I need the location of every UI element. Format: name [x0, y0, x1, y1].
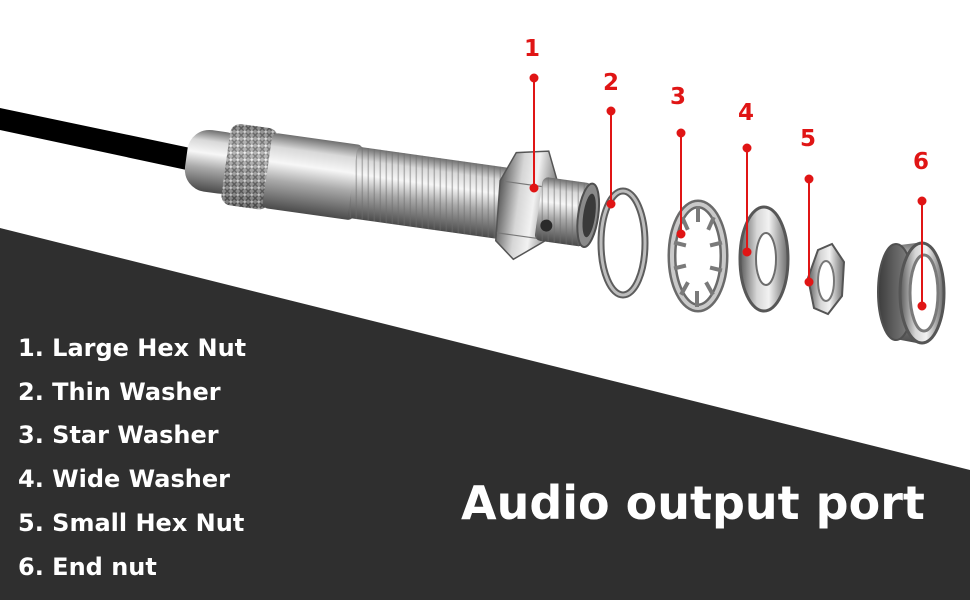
smooth-sleeve: [262, 133, 363, 220]
cable: [0, 108, 200, 172]
page-title: Audio output port: [461, 476, 925, 530]
parts-legend: 1. Large Hex Nut 2. Thin Washer 3. Star …: [18, 327, 246, 589]
callout-leaders: [529, 73, 927, 311]
end-nut: [877, 241, 946, 345]
callout-number-5: 5: [799, 126, 817, 152]
legend-item-end-nut: 6. End nut: [18, 552, 157, 581]
thin-washer: [597, 187, 649, 299]
legend-item-star-washer: 3. Star Washer: [18, 421, 219, 450]
star-washer: [667, 199, 729, 313]
background-dark-band: [0, 228, 970, 600]
connector-body: [184, 124, 601, 261]
callout-number-3: 3: [669, 84, 687, 110]
callout-number-2: 2: [602, 70, 620, 96]
wide-washer: [738, 205, 790, 313]
legend-item-large-hex-nut: 1. Large Hex Nut: [18, 334, 247, 362]
legend-item-small-hex-nut: 5. Small Hex Nut: [18, 508, 245, 537]
legend-item-wide-washer: 4. Wide Washer: [18, 465, 230, 494]
callout-number-4: 4: [737, 100, 755, 126]
callout-number-1: 1: [523, 36, 541, 62]
set-screw-hole: [540, 219, 553, 232]
legend-item-thin-washer: 2. Thin Washer: [18, 377, 221, 406]
callout-number-6: 6: [912, 149, 930, 175]
